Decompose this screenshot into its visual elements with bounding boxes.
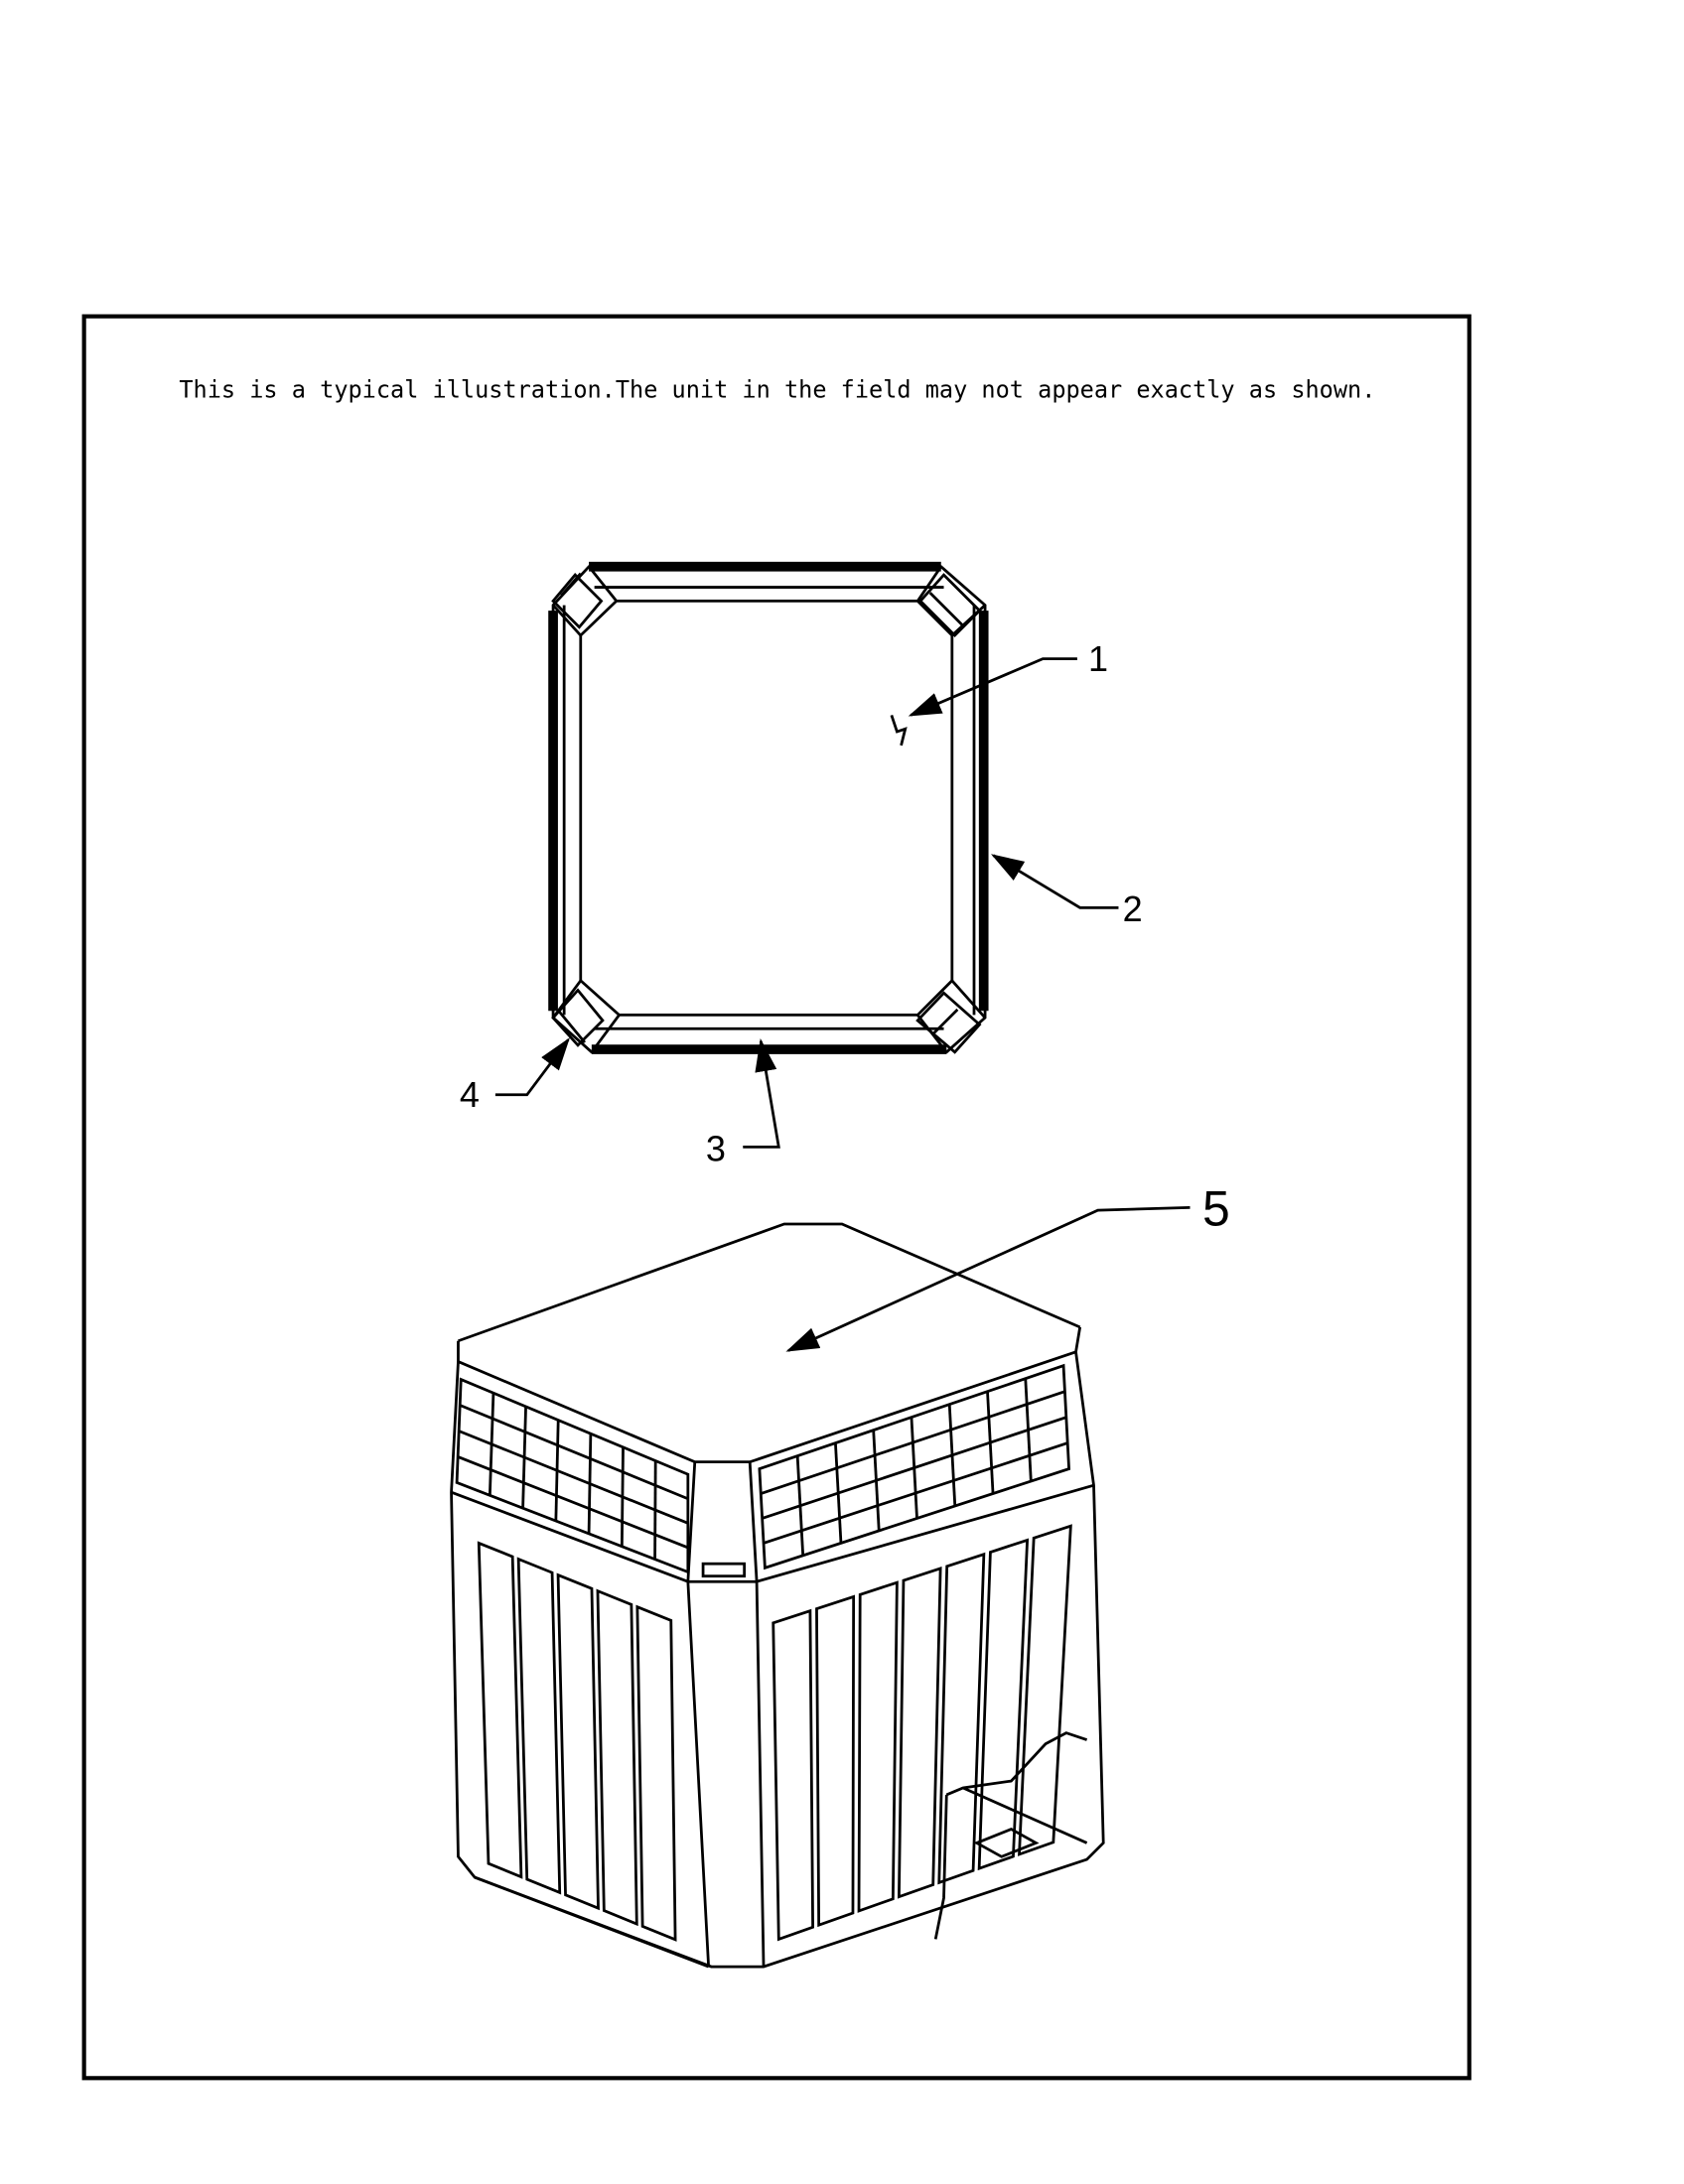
svg-text:4: 4: [460, 1074, 480, 1115]
svg-text:3: 3: [706, 1128, 726, 1168]
unit-top-cover: [458, 1222, 1081, 1343]
left-louver-slot: [516, 1557, 562, 1895]
svg-text:5: 5: [1202, 1180, 1230, 1236]
unit-top-rim: [457, 1326, 1082, 1464]
corner-blocks: [551, 572, 982, 1054]
filter-frame: [548, 561, 989, 1054]
right-grill-bar: [762, 1416, 1067, 1520]
drawing-border: [81, 314, 1472, 2081]
callout-4: 4: [460, 1037, 570, 1115]
left-grill-bar: [457, 1455, 689, 1550]
left-louver-slot: [477, 1541, 523, 1879]
right-louver-slot: [815, 1594, 856, 1928]
corner-block-tr: [918, 573, 982, 638]
left-grill-outline: [455, 1377, 690, 1574]
right-louver-slot: [977, 1538, 1030, 1871]
callout-3: 3: [706, 1038, 780, 1168]
break-symbol: [890, 714, 908, 747]
callout-2: 2: [991, 854, 1143, 929]
notice-text: This is a typical illustration.The unit …: [179, 375, 1375, 403]
frame-bevel-lines: [551, 565, 987, 1053]
right-louver-slot: [937, 1552, 986, 1885]
right-louver-slot: [897, 1566, 942, 1899]
unit-nameplate: [701, 1562, 747, 1578]
frame-inner-edge: [579, 600, 954, 1017]
unit-body-edges: [451, 1483, 1094, 1969]
louver-panels: [477, 1524, 1072, 1942]
left-louver-slot: [635, 1604, 677, 1942]
frame-outline: [551, 565, 987, 1054]
corner-block-br: [915, 991, 982, 1054]
left-grill-bar: [459, 1404, 689, 1501]
right-louver-slot: [1018, 1524, 1072, 1856]
svg-text:1: 1: [1088, 638, 1108, 679]
svg-text:2: 2: [1123, 888, 1143, 929]
left-louver-slot: [596, 1588, 638, 1927]
unit-corner-post: [686, 1461, 766, 1968]
right-grill-bar: [763, 1441, 1068, 1545]
left-louver-slot: [556, 1572, 600, 1911]
callout-5: 5: [785, 1180, 1230, 1352]
unit-cutaway-base: [933, 1731, 1088, 1940]
right-grill-bar: [760, 1390, 1065, 1495]
right-louver-slot: [857, 1580, 899, 1913]
callout-1: 1: [890, 638, 1108, 747]
left-grill-bar: [458, 1430, 689, 1525]
frame-thick-edges: [548, 561, 989, 1054]
right-louver-slot: [772, 1608, 814, 1942]
corner-block-bl: [551, 988, 605, 1047]
unit-body-outline: [450, 1351, 1105, 1969]
right-grill-outline: [758, 1363, 1071, 1570]
coil-guard-grills: [455, 1363, 1071, 1574]
condenser-unit: [450, 1222, 1105, 1969]
corner-block-tl: [551, 572, 604, 629]
